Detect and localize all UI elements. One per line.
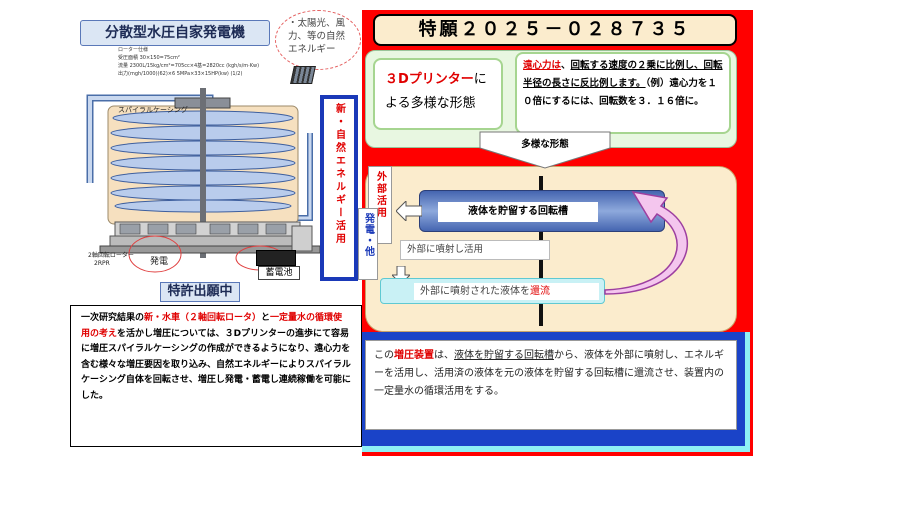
device-description: この増圧装置は、液体を貯留する回転槽から、液体を外部に噴射し、エネルギーを活用し… xyxy=(365,340,737,430)
centrifugal-law: 回転する速度の２乗に比例し、回転半径の長さに反比例します。 xyxy=(523,60,723,89)
bottom-device: 増圧装置 xyxy=(394,350,434,361)
gen-etc-text: 発電・他 xyxy=(362,213,374,257)
spec-row: 受圧面積 30×150=75cm² xyxy=(118,55,180,61)
spiral-casing-label: スパイラルケーシング xyxy=(118,106,188,114)
machine-title: 分散型水圧自家発電機 xyxy=(80,20,270,46)
machine-diagram xyxy=(86,88,321,273)
storage-label: 蓄電池 xyxy=(258,266,300,280)
desc-intro: 一次研究結果の xyxy=(81,313,145,323)
outer-use-text: 外部活用 xyxy=(374,171,386,219)
printer-note: ３Dプリンターによる多様な形態 xyxy=(373,58,503,130)
bottom-body: から、液体を外部に噴射し、エネルギーを活用し、活用済の液体を元の液体を貯留する回… xyxy=(374,350,724,397)
desc-new-turbine: 新・水車（２軸回転ロータ） xyxy=(144,313,262,323)
desc-circulation: 一定量水の循環使用の考え xyxy=(81,313,343,339)
centrifugal-note: 遠心力は、回転する速度の２乗に比例し、回転半径の長さに反比例します。（例）遠心力… xyxy=(515,52,731,134)
patent-pending-badge: 特許出願中 xyxy=(160,282,240,302)
gen-etc-label: 発電・他 xyxy=(358,208,378,280)
printer-text: による多様な形態 xyxy=(385,72,487,111)
spray-arrow xyxy=(396,201,422,221)
spec-label: ローター仕様 xyxy=(118,47,149,53)
bottom-tank: 液体を貯留する回転槽 xyxy=(454,350,554,361)
left-panel: 分散型水圧自家発電機 ・太陽光、風力、等の自然エネルギー ローター仕様 受圧面積… xyxy=(60,8,362,308)
sun-note: ・太陽光、風力、等の自然エネルギー xyxy=(275,10,361,70)
centrifugal-example: （例）遠心力を１０倍にするには、回転数を３．１６倍に。 xyxy=(523,78,717,107)
rotor-sub-label: 2RPR xyxy=(94,260,110,267)
desc-body: を活かし増圧については、３Dプリンターの進歩にて容易に増圧スパイラルケーシングの… xyxy=(81,328,351,401)
new-energy-banner: 新・自然エネルギー活用 xyxy=(320,95,358,281)
returned-text: 外部に噴射された液体を xyxy=(420,286,530,297)
centrifugal-comma: 、 xyxy=(561,60,571,71)
tank-label: 液体を貯留する回転槽 xyxy=(438,202,598,222)
desc-and: と xyxy=(261,313,271,323)
research-description: 一次研究結果の新・水車（２軸回転ロータ）と一定量水の循環使用の考えを活かし増圧に… xyxy=(70,305,362,447)
printer-highlight: ３Dプリンター xyxy=(385,72,474,87)
patent-number: 特願２０２５－０２８７３５ xyxy=(373,14,737,46)
returned-highlight: 還流 xyxy=(530,286,550,297)
power-label: 発電 xyxy=(150,257,169,267)
battery-icon xyxy=(256,250,296,266)
rotor-label: 2軸回転ローター xyxy=(88,252,134,259)
rotor-spec: ローター仕様 受圧面積 30×150=75cm² 流量 2300L/15kg/c… xyxy=(118,46,293,90)
spray-label: 外部に噴射し活用 xyxy=(400,240,550,260)
bottom-t3: は、 xyxy=(434,350,454,361)
new-energy-banner-text: 新・自然エネルギー活用 xyxy=(333,103,345,246)
bottom-t1: この xyxy=(374,350,394,361)
centrifugal-keyword: 遠心力は xyxy=(523,60,562,71)
spec-row: 流量 2300L/15kg/cm²=705cc×4基=2820cc (kgh/s… xyxy=(118,63,260,69)
return-curve-arrow xyxy=(604,190,688,295)
spec-row: 出力(mgh/1000)(62)×6 5MPa×33×15HP(kw) (1/2… xyxy=(118,71,243,77)
variety-label: 多様な形態 xyxy=(521,139,569,150)
returned-liquid-label: 外部に噴射された液体を還流 xyxy=(414,283,599,300)
down-arrow xyxy=(479,131,611,169)
